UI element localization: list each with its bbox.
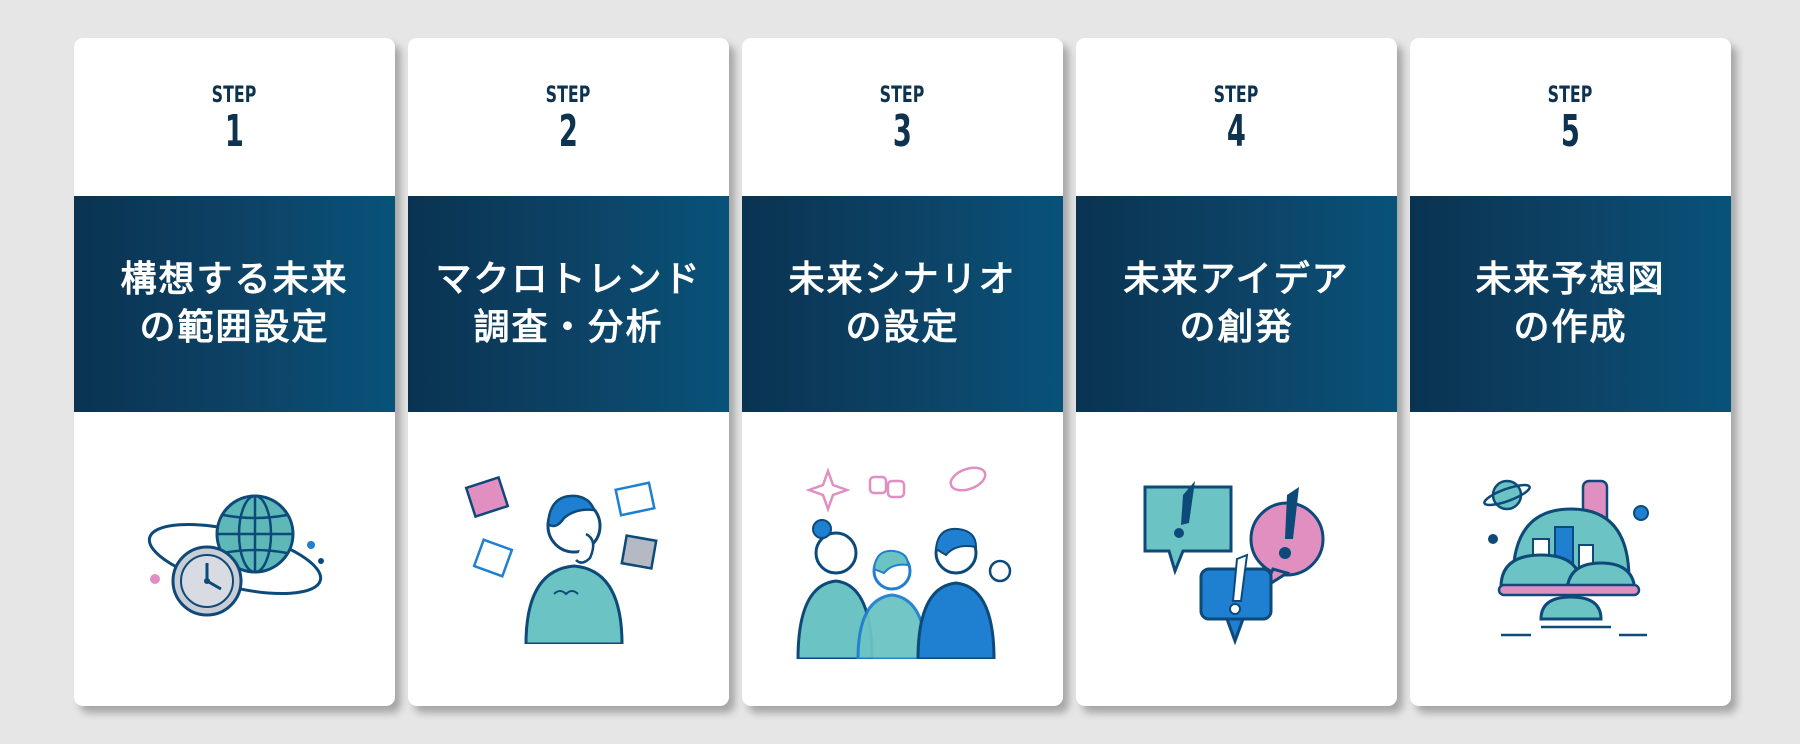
step-header: STEP 5: [1410, 38, 1731, 196]
speech-bubbles-exclamation-icon: [1076, 412, 1397, 706]
globe-clock-icon: [74, 412, 395, 706]
step-header: STEP 4: [1076, 38, 1397, 196]
step-title-line2: の作成: [1513, 307, 1628, 348]
step-label: STEP: [880, 83, 925, 108]
step-card-3: STEP 3 未来シナリオ の設定: [742, 38, 1063, 706]
step-card-5: STEP 5 未来予想図 の作成: [1410, 38, 1731, 706]
step-title-banner: 構想する未来 の範囲設定: [74, 196, 395, 412]
step-title-line2: 調査・分析: [473, 307, 664, 348]
step-title-banner: マクロトレンド 調査・分析: [408, 196, 729, 412]
step-title-banner: 未来シナリオ の設定: [742, 196, 1063, 412]
step-title-line2: の創発: [1179, 307, 1294, 348]
step-label: STEP: [546, 83, 591, 108]
step-label: STEP: [1214, 83, 1259, 108]
step-number: 2: [559, 106, 578, 157]
step-title-line1: 未来アイデア: [1123, 259, 1350, 300]
step-card-1: STEP 1 構想する未来 の範囲設定: [74, 38, 395, 706]
person-puzzle-icon: [408, 412, 729, 706]
step-title-banner: 未来アイデア の創発: [1076, 196, 1397, 412]
group-discussion-icon: [742, 412, 1063, 706]
step-number: 5: [1561, 106, 1580, 157]
step-title-line2: の設定: [845, 307, 960, 348]
step-title-line1: マクロトレンド: [435, 259, 702, 300]
step-number: 3: [893, 106, 912, 157]
step-header: STEP 3: [742, 38, 1063, 196]
step-title-line2: の範囲設定: [139, 307, 330, 348]
future-city-dome-icon: [1410, 412, 1731, 706]
step-title-line1: 構想する未来: [120, 259, 349, 300]
step-header: STEP 1: [74, 38, 395, 196]
step-title-banner: 未来予想図 の作成: [1410, 196, 1731, 412]
step-label: STEP: [212, 83, 257, 108]
steps-row: STEP 1 構想する未来 の範囲設定: [74, 38, 1731, 706]
step-card-2: STEP 2 マクロトレンド 調査・分析: [408, 38, 729, 706]
step-title-line1: 未来予想図: [1475, 259, 1666, 300]
step-label: STEP: [1548, 83, 1593, 108]
step-number: 4: [1227, 106, 1246, 157]
step-number: 1: [225, 106, 244, 157]
step-title-line1: 未来シナリオ: [788, 259, 1017, 300]
step-header: STEP 2: [408, 38, 729, 196]
step-card-4: STEP 4 未来アイデア の創発: [1076, 38, 1397, 706]
